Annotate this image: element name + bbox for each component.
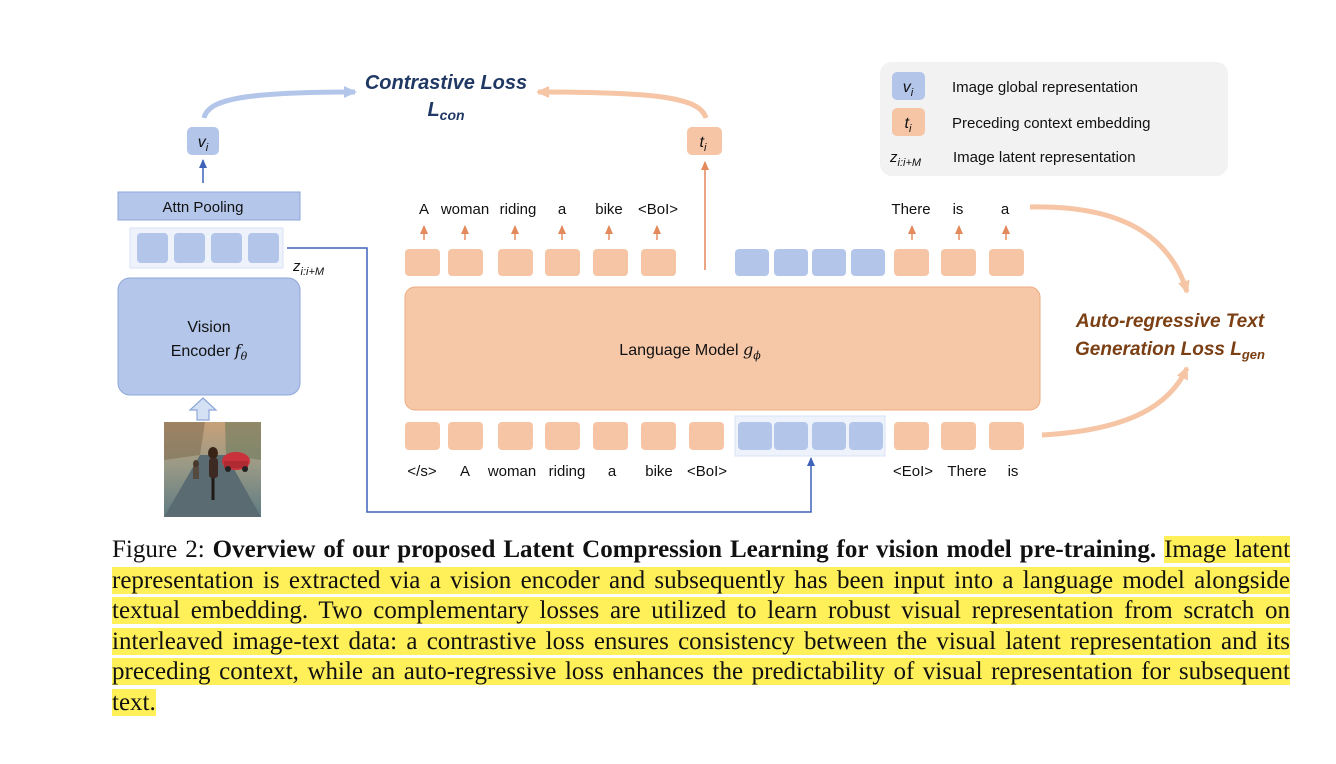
input-token-label: woman: [487, 463, 536, 480]
output-tokens-row: [405, 249, 1024, 276]
input-token: [941, 422, 976, 450]
output-token: [593, 249, 628, 276]
legend-swatch-orange: [892, 108, 925, 136]
input-token-label: </s>: [407, 463, 436, 480]
output-token: [641, 249, 676, 276]
input-token-label: There: [947, 463, 986, 480]
vision-encoder-label-2: Encoder fθ: [171, 341, 248, 363]
contrastive-loss-symbol: Lcon: [427, 99, 464, 123]
figure-caption: Figure 2: Overview of our proposed Laten…: [112, 535, 1291, 718]
input-token-label: <EoI>: [893, 463, 933, 480]
legend-symbol: ti: [905, 115, 912, 135]
output-to-gen-loss-arrow: [1029, 204, 1190, 294]
output-token: [894, 249, 929, 276]
legend-label: Image global representation: [952, 79, 1138, 96]
input-token-label: A: [460, 463, 470, 480]
t-token: [687, 127, 722, 155]
output-arrows: [420, 225, 1010, 240]
t-to-contrastive-arrow: [536, 86, 709, 119]
language-model-box: [404, 286, 1041, 411]
attn-pooling-label: Attn Pooling: [163, 199, 244, 216]
image-to-encoder-arrow: [188, 397, 218, 421]
input-token-label: is: [1008, 463, 1019, 480]
v-token: [187, 127, 219, 155]
input-token: [405, 422, 440, 450]
latent-token: [137, 233, 168, 263]
input-image-token: [849, 422, 883, 450]
output-token: [448, 249, 483, 276]
legend-symbol: zi:i+M: [889, 149, 922, 169]
output-token: [498, 249, 533, 276]
latent-token: [248, 233, 279, 263]
v-token-label: vi: [198, 134, 209, 154]
output-token-label: A: [419, 201, 429, 218]
input-token: [689, 422, 724, 450]
gen-loss-label: Auto-regressive Text: [1075, 311, 1265, 332]
input-token: [448, 422, 483, 450]
latent-token: [211, 233, 242, 263]
output-token-label: bike: [595, 201, 623, 218]
input-token: [498, 422, 533, 450]
latent-to-lm-path: [287, 247, 815, 513]
legend-swatch-blue: [892, 72, 925, 100]
legend-symbol: vi: [903, 79, 914, 99]
input-image-token: [812, 422, 846, 450]
output-token-label: There: [891, 201, 930, 218]
v-to-contrastive-arrow: [201, 86, 357, 119]
input-image-token: [774, 422, 808, 450]
vision-encoder-box: [117, 277, 301, 396]
caption-title: Overview of our proposed Latent Compress…: [212, 536, 1157, 563]
output-token: [941, 249, 976, 276]
z-latent-label: zi:i+M: [292, 258, 325, 278]
input-image-token: [738, 422, 772, 450]
output-image-token: [735, 249, 769, 276]
input-token-label: <BoI>: [687, 463, 727, 480]
output-token-label: a: [558, 201, 567, 218]
attn-pooling-box: [117, 191, 301, 221]
output-token-label: riding: [500, 201, 537, 218]
language-model-label: Language Model gϕ: [619, 340, 761, 362]
legend-box: [880, 62, 1228, 176]
legend-label: Image latent representation: [953, 149, 1136, 166]
output-token: [989, 249, 1024, 276]
input-token: [894, 422, 929, 450]
output-token-label: <BoI>: [638, 201, 678, 218]
output-token-label: a: [1001, 201, 1010, 218]
output-token: [545, 249, 580, 276]
input-token: [989, 422, 1024, 450]
figure-diagram: Contrastive Loss Lcon vi ti Attn Pooling…: [117, 62, 1265, 517]
output-image-token: [851, 249, 885, 276]
input-token-label: riding: [549, 463, 586, 480]
input-image: [164, 422, 261, 517]
input-token: [641, 422, 676, 450]
legend-label: Preceding context embedding: [952, 115, 1150, 132]
input-token-label: bike: [645, 463, 673, 480]
output-image-token: [774, 249, 808, 276]
output-token-label: woman: [440, 201, 489, 218]
t-token-label: ti: [700, 134, 707, 154]
input-token: [593, 422, 628, 450]
input-token: [545, 422, 580, 450]
output-image-token: [812, 249, 846, 276]
output-token: [405, 249, 440, 276]
vision-encoder-label: Vision: [187, 319, 230, 336]
input-to-gen-loss-arrow: [1041, 366, 1190, 438]
caption-label: Figure 2:: [112, 536, 213, 563]
input-token-label: a: [608, 463, 617, 480]
gen-loss-label-2: Generation Loss Lgen: [1075, 339, 1265, 362]
contrastive-loss-label: Contrastive Loss: [365, 72, 527, 94]
latent-token: [174, 233, 205, 263]
output-token-label: is: [953, 201, 964, 218]
input-tokens-row: [405, 422, 1024, 450]
